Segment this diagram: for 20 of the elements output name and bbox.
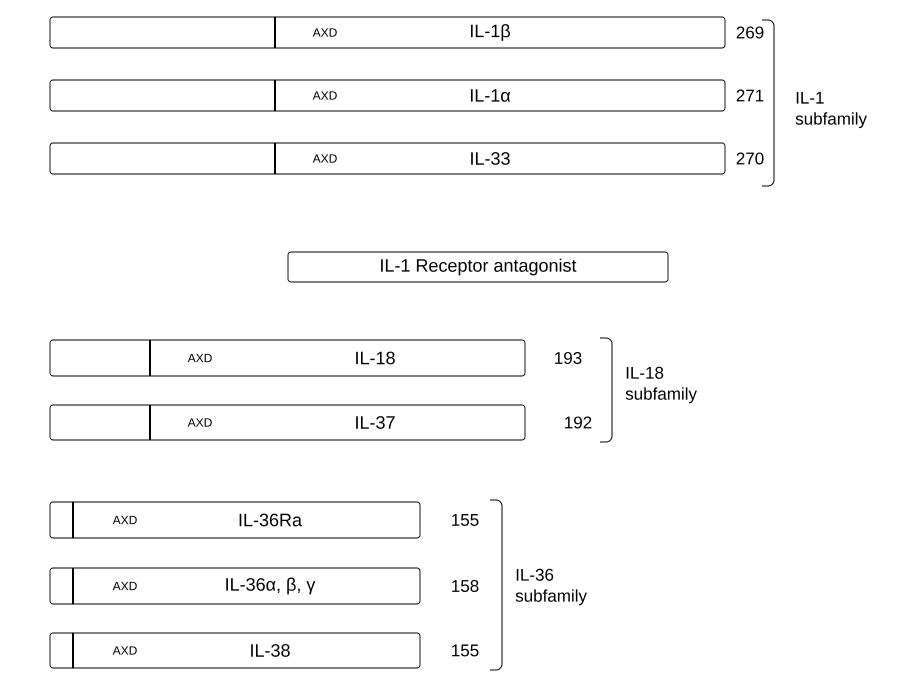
- subfamily-label: IL-1 subfamily: [796, 92, 867, 128]
- protein-bar: IL-1 Receptor antagonist: [288, 252, 668, 282]
- length-label: 269: [736, 26, 764, 39]
- length-label: 158: [452, 580, 478, 592]
- protein-bar: AXD IL-18: [50, 340, 526, 376]
- protein-bar: AXD IL-36α, β, γ: [50, 568, 420, 604]
- protein-bar: AXD IL-1α: [50, 80, 726, 112]
- protein-bar: AXD IL-38: [50, 632, 420, 668]
- subfamily-label: IL-36 subfamily: [516, 568, 587, 606]
- subfamily-label: IL-18 subfamily: [626, 366, 697, 404]
- length-label: 155: [452, 644, 478, 656]
- protein-bar: AXD IL-33: [50, 142, 726, 174]
- protein-bar: AXD IL-36Ra: [50, 502, 420, 538]
- length-label: 155: [452, 514, 478, 526]
- protein-bar: AXD IL-37: [50, 404, 526, 440]
- length-label: 192: [565, 416, 592, 429]
- length-label: 271: [736, 90, 764, 102]
- protein-bar: AXD IL-1β: [50, 16, 726, 48]
- length-label: 270: [736, 152, 764, 165]
- length-label: 193: [555, 352, 582, 364]
